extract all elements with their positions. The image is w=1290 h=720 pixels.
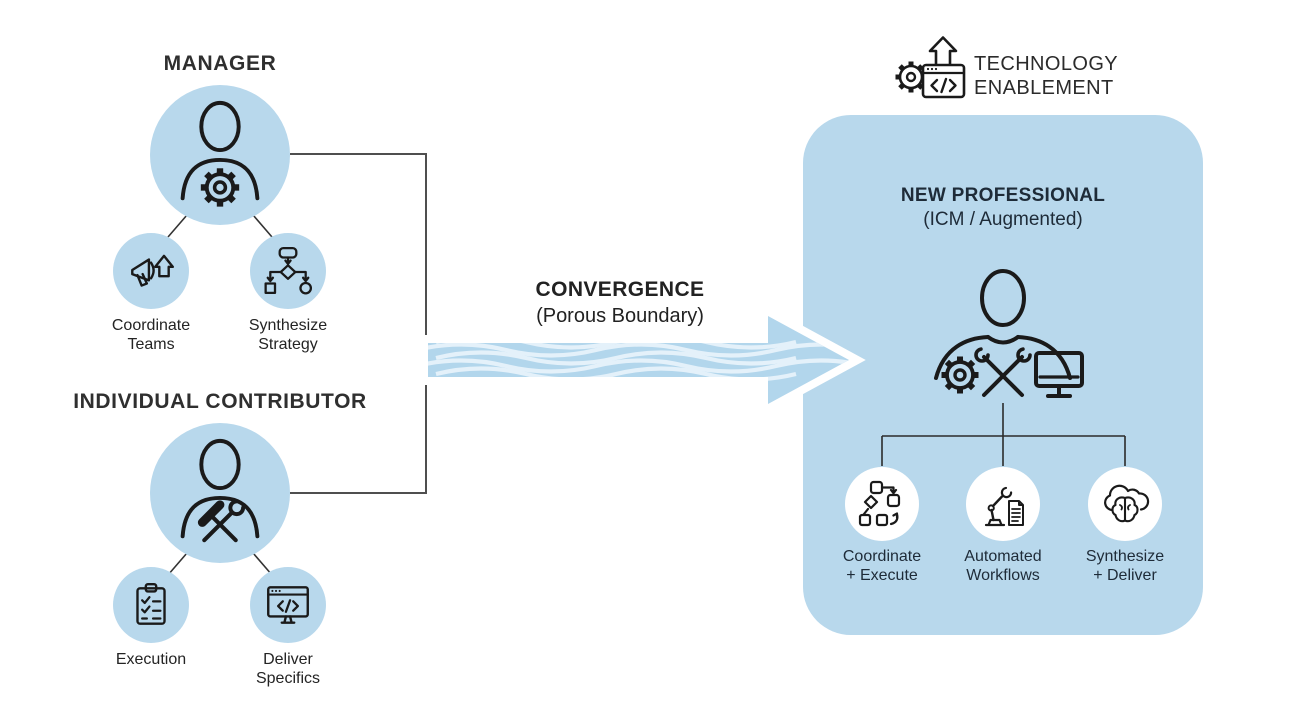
synthesize-deliver-label: Synthesize + Deliver (1085, 548, 1165, 584)
synthesize-strategy-label: Synthesize Strategy (248, 317, 328, 353)
new-professional-persona (918, 258, 1088, 406)
tech-enablement-icon-wrap (890, 34, 970, 114)
gear-code-arrow-icon (895, 36, 966, 99)
gear-icon (941, 356, 979, 394)
convergence-title: CONVERGENCE (535, 278, 705, 301)
flowchart-arrows-icon (858, 480, 901, 527)
manager-persona-circle (150, 85, 290, 225)
megaphone-icon (131, 254, 175, 287)
synthesize-deliver-circle (1088, 467, 1162, 541)
automated-workflows-label: Automated Workflows (964, 548, 1042, 584)
person-tools-icon (180, 438, 260, 549)
deliver-specifics-label: Deliver Specifics (255, 651, 321, 687)
porous-wave-pattern (428, 334, 849, 382)
up-arrow-icon (928, 36, 958, 67)
wrench-hammer-icon (197, 499, 246, 543)
new-professional-title: NEW PROFESSIONAL (900, 185, 1106, 206)
code-monitor-icon (267, 586, 309, 624)
convergence-subtitle: (Porous Boundary) (536, 305, 704, 327)
coordinate-teams-label: Coordinate Teams (111, 317, 191, 353)
tech-enablement-label: TECHNOLOGY ENABLEMENT (974, 53, 1119, 99)
robot-arm-document-icon (984, 486, 1024, 527)
new-professional-subtitle: (ICM / Augmented) (923, 209, 1083, 230)
gear-icon (200, 168, 240, 207)
coordinate-execute-label: Coordinate + Execute (842, 548, 922, 584)
person-gear-icon (180, 100, 260, 211)
execution-label: Execution (115, 651, 187, 668)
coordinate-execute-circle (845, 467, 919, 541)
flowchart-icon (264, 246, 313, 295)
crossed-wrenches-icon (974, 347, 1032, 397)
convergence-arrow (420, 302, 866, 418)
up-arrow-icon (153, 254, 175, 278)
deliver-specifics-circle (250, 567, 326, 643)
automated-workflows-circle (966, 467, 1040, 541)
execution-circle (113, 567, 189, 643)
convergence-caption: CONVERGENCE (Porous Boundary) (460, 278, 780, 328)
ic-persona-circle (150, 423, 290, 563)
coordinate-teams-circle (113, 233, 189, 309)
synthesize-strategy-circle (250, 233, 326, 309)
manager-title: MANAGER (163, 52, 277, 75)
panel-heading: NEW PROFESSIONAL (ICM / Augmented) (853, 184, 1153, 232)
person-augmented-icon (934, 269, 1084, 398)
monitor-icon (1034, 351, 1084, 398)
individual-contributor-title: INDIVIDUAL CONTRIBUTOR (73, 390, 367, 413)
brain-icon (1111, 496, 1139, 523)
clipboard-checklist-icon (136, 583, 166, 625)
code-window-icon (921, 63, 966, 99)
cloud-brain-icon (1104, 484, 1150, 523)
